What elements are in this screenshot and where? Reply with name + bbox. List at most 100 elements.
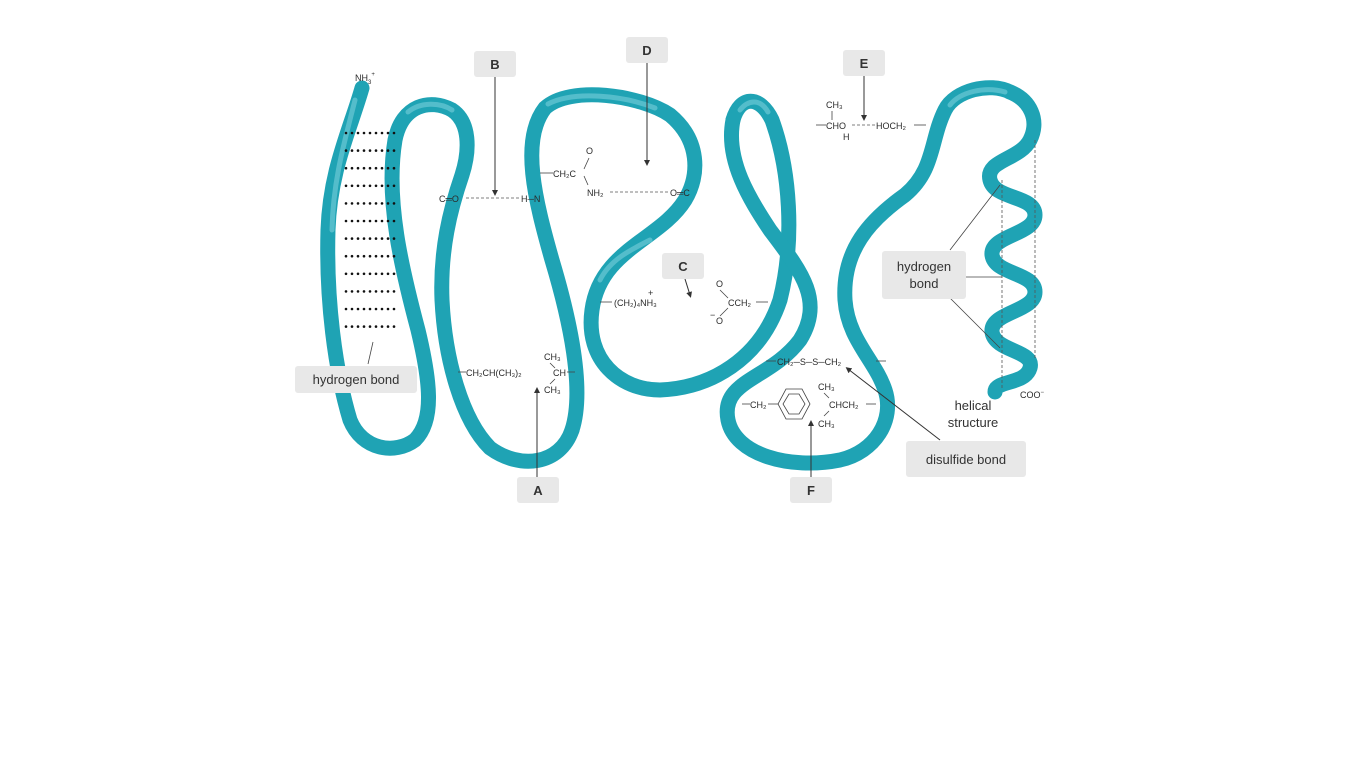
label-b: B [474,51,516,77]
hbond-dot [380,290,384,293]
chem-minus: − [710,310,715,320]
chem-hn: H─N [521,194,540,204]
ribbon-highlight-6 [737,99,771,115]
hbond-dot [380,272,384,276]
label-disulfide-bond: disulfide bond [906,441,1026,477]
hbond-dot [362,219,366,223]
benzene-ring-inner [782,393,806,415]
hbond-dot [386,184,390,188]
hbond-dot [350,237,354,240]
hbond-dot [344,307,348,311]
hbond-dot [350,272,354,276]
chem-ch2-4-nh3: (CH₂)₄NH₃ [614,298,657,308]
hbond-dot [344,131,348,135]
hbond-dot [386,307,390,311]
chem-plus: + [648,288,653,298]
hbond-dot [392,290,396,293]
hbond-dot [362,184,366,188]
hbond-dot [386,149,390,152]
chem-o-minus: O [716,316,723,326]
hbond-dot [386,272,390,276]
bond-line-f5 [823,410,830,417]
hbond-dot [350,307,354,311]
svg-text:C: C [678,259,688,274]
chem-oc: O═C [670,188,690,198]
hbond-dot [368,219,372,223]
ribbon-loop-2 [719,80,1018,471]
hbond-dot [344,202,348,205]
hbond-dot [386,325,390,328]
hbond-dot [350,325,354,328]
label-helical-structure: helical structure [948,398,999,430]
bond-line-f3 [823,392,830,399]
hbond-dot [392,307,396,311]
chem-ch2chch3: CH₂CH(CH₃)₂ [466,368,522,378]
hbond-dot [362,325,366,328]
chem-nh2: NH₂ [587,188,604,198]
hbond-dot [380,166,384,170]
hbond-dot [368,149,372,152]
hbond-dot [392,202,396,205]
ribbon-alpha-helix [982,84,1043,400]
hbond-dot [356,307,360,311]
hbond-dot [374,272,378,276]
hbond-dot [356,325,360,328]
hbond-dot [386,166,390,170]
bond-line-a4 [549,378,556,385]
hbond-dot [374,184,378,188]
hbond-dot [344,166,348,170]
ribbon-beta-strand-1 [320,80,580,469]
hbond-dot [386,290,390,293]
hbond-dot [368,202,372,205]
hbond-dot [374,166,378,170]
hbond-dot [344,184,348,188]
hbond-dot [380,149,384,152]
chem-ch3-e: CH₃ [826,100,843,110]
arrow-disulfide [845,367,941,441]
hbond-dot [356,237,360,240]
hbond-dot [380,219,384,223]
label-e: E [843,50,885,76]
benzene-ring-icon [777,388,811,420]
hbond-dot [380,237,384,240]
hbond-dot [368,166,372,170]
leader-hydrogen-bond-right-3 [949,297,1001,349]
hbond-dot [344,272,348,276]
hbond-dot [362,166,366,170]
protein-ribbon [320,80,1043,471]
hbond-dot [392,166,396,170]
hbond-dot [362,131,366,135]
hbond-dot [380,184,384,188]
hbond-dot [368,307,372,311]
chem-chch2: CHCH₂ [829,400,859,410]
hbond-dot [362,237,366,240]
hbond-dot [392,237,396,240]
label-a: A [517,477,559,503]
hbond-dot [374,149,378,152]
label-hydrogen-bond-left: hydrogen bond [295,366,417,393]
ribbon-highlight-3 [545,93,658,111]
chem-ch3-a-top: CH₃ [544,352,561,362]
chem-cch2: CCH₂ [728,298,751,308]
bond-line-c4 [719,307,729,317]
bond-line-d3 [583,175,589,186]
hbond-dot [356,131,360,135]
label-d: D [626,37,668,63]
chem-ch3-f-bot: CH₃ [818,419,835,429]
svg-text:D: D [642,43,651,58]
hbond-dot [386,237,390,240]
hbond-dot [374,254,378,258]
chem-carbonyl-left: C═O [439,194,459,204]
hbond-dot [392,184,396,188]
chem-cho: CHO [826,121,846,131]
svg-text:F: F [807,483,815,498]
chem-ch2c: CH₂C [553,169,576,179]
hbond-dot [344,219,348,223]
hbond-dot [350,184,354,188]
label-hydrogen-bond-right: hydrogen bond [882,251,966,299]
hbond-dot [380,254,384,258]
ribbon-highlight-5 [947,87,1008,108]
hbond-dot [380,307,384,311]
hbond-dot [374,325,378,328]
